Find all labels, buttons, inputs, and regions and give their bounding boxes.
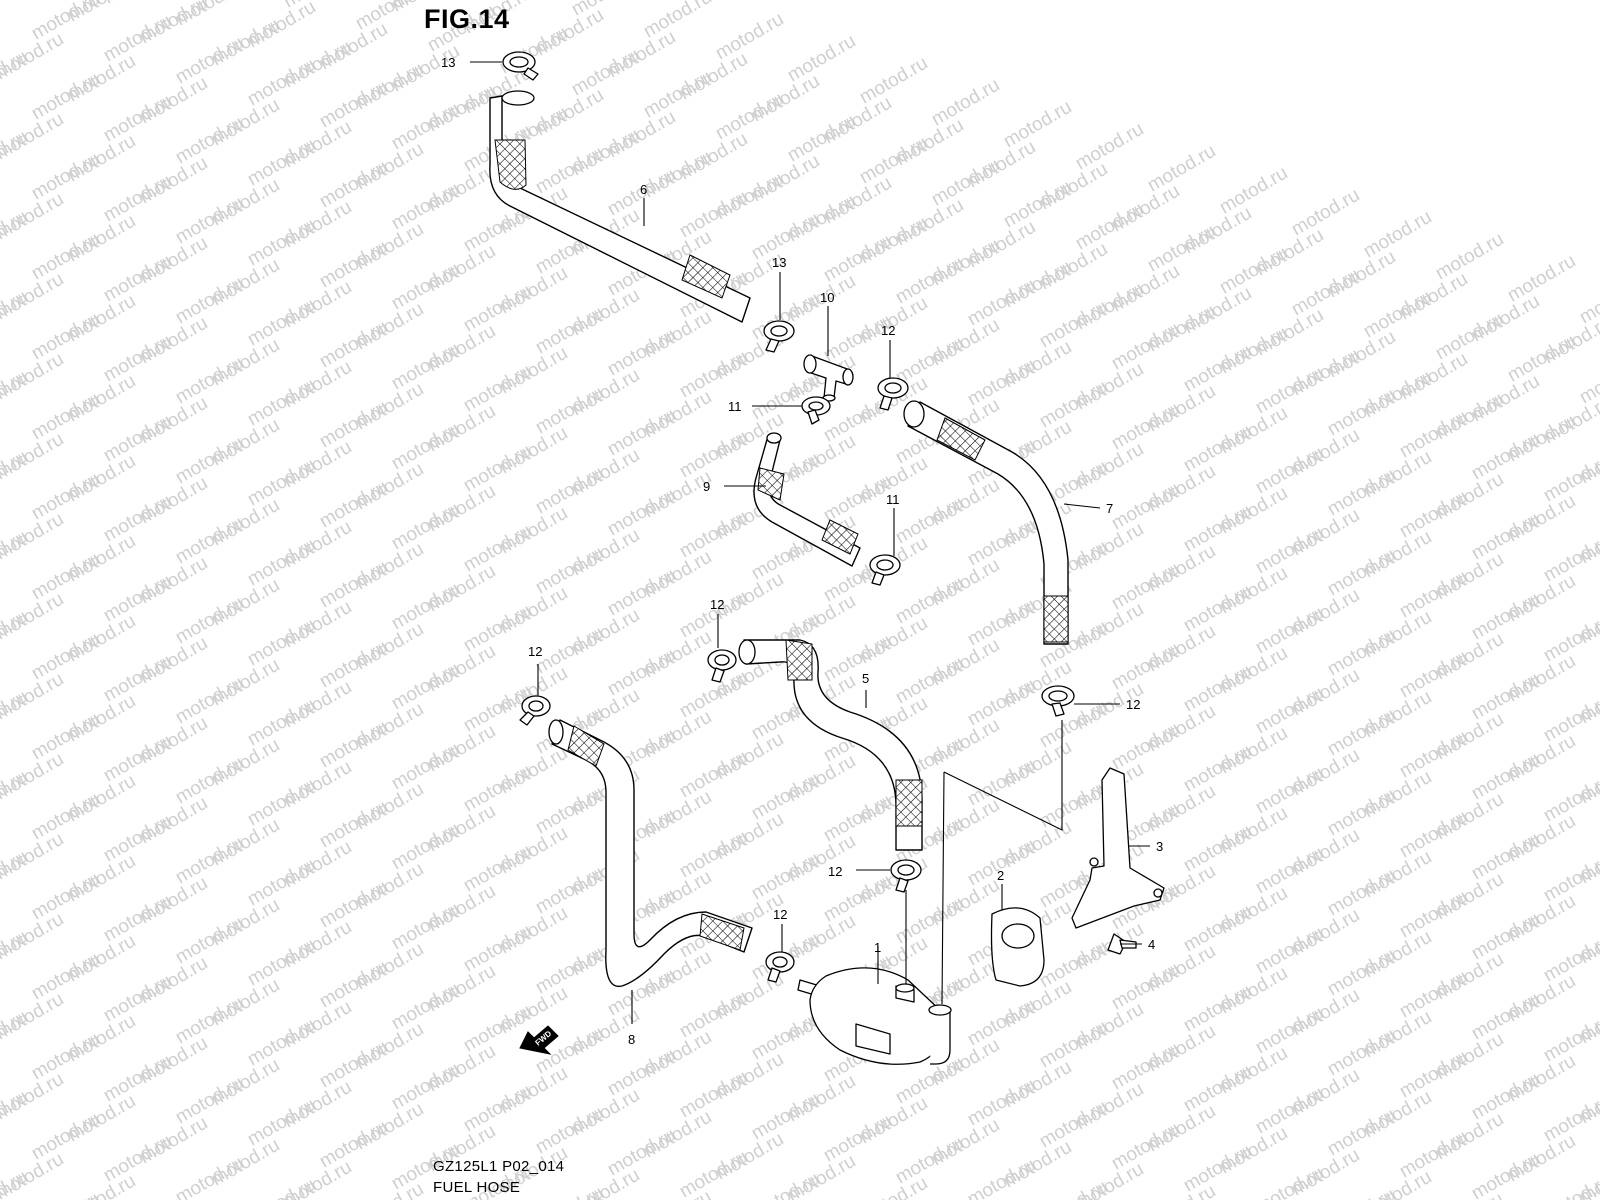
callout-12-upper: 12 bbox=[881, 323, 895, 338]
callout-12-hose8: 12 bbox=[528, 644, 542, 659]
callout-9: 9 bbox=[703, 479, 710, 494]
callout-12-hose7: 12 bbox=[1126, 697, 1140, 712]
callout-7: 7 bbox=[1106, 501, 1113, 516]
drawing-code: GZ125L1 P02_014 bbox=[433, 1158, 565, 1175]
hose-7 bbox=[903, 400, 1069, 645]
clamp-11-lower bbox=[869, 554, 901, 586]
clamp-12-hose8-top bbox=[519, 695, 551, 726]
callout-10: 10 bbox=[820, 290, 834, 305]
callout-12-hose5: 12 bbox=[710, 597, 724, 612]
callout-6: 6 bbox=[640, 182, 647, 197]
clamp-12-upper bbox=[877, 377, 909, 411]
bracket-3 bbox=[1071, 767, 1165, 929]
callout-3: 3 bbox=[1156, 839, 1163, 854]
callout-5: 5 bbox=[862, 671, 869, 686]
clamp-12-filter bbox=[765, 951, 795, 983]
clamp-13-middle bbox=[763, 320, 795, 353]
callout-12-filter: 12 bbox=[773, 907, 787, 922]
callout-2: 2 bbox=[997, 868, 1004, 883]
hose-5 bbox=[738, 639, 923, 851]
callout-13-top: 13 bbox=[441, 55, 455, 70]
clamp-13-top bbox=[502, 51, 539, 81]
holder-2 bbox=[990, 907, 1045, 987]
callout-4: 4 bbox=[1148, 937, 1155, 952]
fuel-filter-1 bbox=[797, 967, 952, 1065]
hose-6 bbox=[489, 90, 751, 323]
callout-1: 1 bbox=[874, 940, 881, 955]
clamp-12-hose5 bbox=[707, 649, 737, 683]
fwd-direction-arrow: FWD bbox=[519, 1025, 559, 1055]
callout-13-middle: 13 bbox=[772, 255, 786, 270]
clamp-11-upper bbox=[801, 396, 831, 425]
clamp-12-hose7-bottom bbox=[1041, 685, 1075, 717]
drawing-name: FUEL HOSE bbox=[433, 1179, 521, 1196]
t-joint-10 bbox=[803, 354, 854, 402]
callout-11-lower: 11 bbox=[886, 492, 900, 507]
callout-11-upper: 11 bbox=[728, 399, 742, 414]
clamp-12-hose5-bottom bbox=[890, 859, 922, 893]
hose-9 bbox=[753, 432, 861, 567]
callout-12-hose5-bottom: 12 bbox=[828, 864, 842, 879]
hose-8 bbox=[548, 719, 753, 988]
callout-8: 8 bbox=[628, 1032, 635, 1047]
